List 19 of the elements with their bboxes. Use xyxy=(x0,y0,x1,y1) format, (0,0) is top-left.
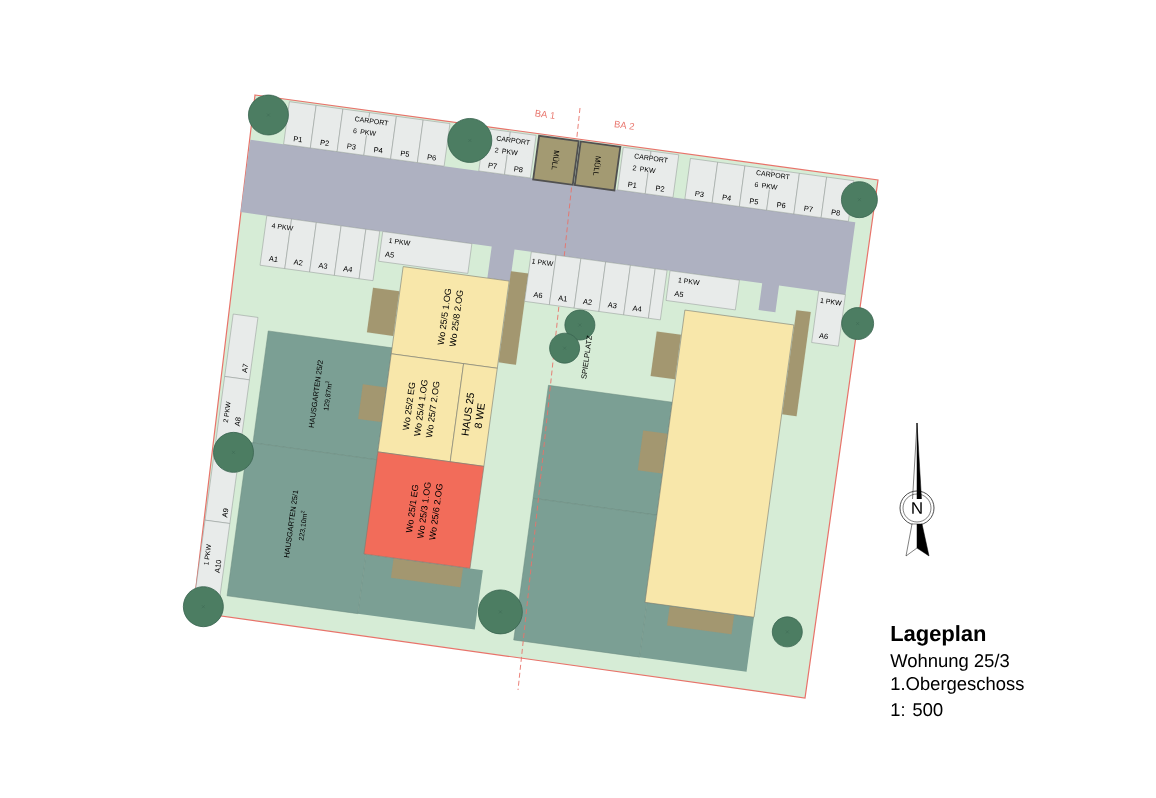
terrace xyxy=(390,558,464,588)
parking-space xyxy=(358,228,380,281)
building xyxy=(644,309,795,618)
subtitle: Wohnung 25/3 xyxy=(890,653,1009,671)
terrace xyxy=(498,271,529,365)
parking-space xyxy=(648,268,668,321)
section-label: BA 2 xyxy=(614,120,635,130)
subtitle: 1.Obergeschoss xyxy=(891,676,1024,694)
title: Lageplan xyxy=(891,625,986,646)
section-label: BA 1 xyxy=(535,109,555,119)
terrace xyxy=(366,287,400,336)
garden-area xyxy=(532,385,673,516)
terrace xyxy=(667,606,735,635)
building: Wo 25/5 1.OG Wo 25/8 2.OG xyxy=(390,266,510,369)
terrace xyxy=(650,331,682,380)
terrace xyxy=(782,310,811,417)
building: Wo 25/1 EG Wo 25/3 1.OG Wo 25/6 2.OG xyxy=(363,451,485,569)
scale-label: 1: 500 xyxy=(891,703,943,717)
building: HAUS 25 8 WE xyxy=(449,363,498,467)
